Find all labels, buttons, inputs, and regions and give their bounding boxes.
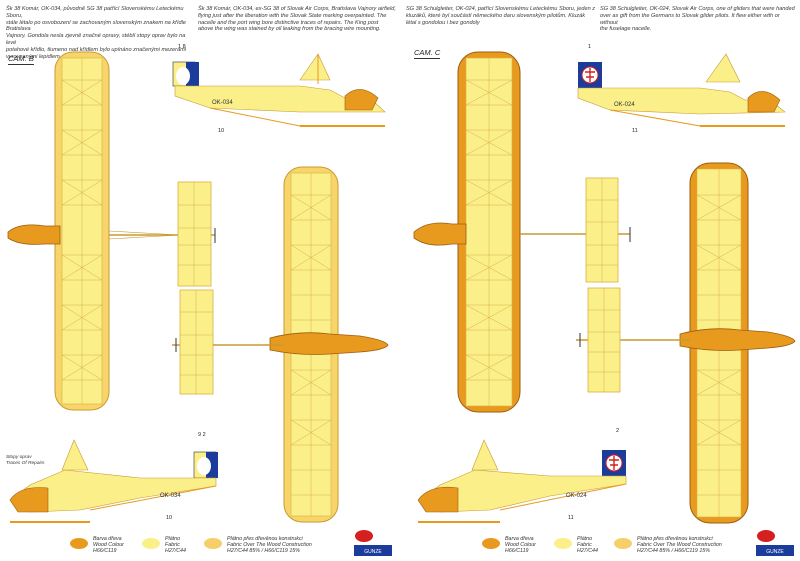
side-view-top-right: OK-024	[577, 53, 786, 127]
side-view-bottom-right: OK-024	[417, 439, 627, 523]
legend-fabric-wood-left: Plátno přes dřevěnou konstrukci Fabric O…	[204, 536, 312, 554]
description-cz-left: Šk 38 Komár, OK-034, původně SG 38 patří…	[6, 6, 187, 60]
legend-fabric-right: Plátno Fabric H27/C44	[554, 536, 598, 554]
legend-text: Barva dřeva Wood Colour H66/C119	[93, 536, 124, 555]
brand-logo-left: GUNZE	[354, 530, 392, 556]
swatch-fabric-icon	[142, 538, 160, 549]
cam-label-b: CAM. B	[8, 54, 34, 65]
legend-text: Plátno Fabric H27/C44	[165, 536, 186, 555]
side-view-top-left: OK-034	[172, 53, 386, 127]
legend-wood-left: Barva dřeva Wood Colour H66/C119	[70, 536, 124, 554]
registration-top-left: OK-034	[212, 100, 233, 106]
legend-fabric-left: Plátno Fabric H27/C44	[142, 536, 186, 554]
callout-mid-right: 11	[632, 128, 638, 134]
callout-top-right: 1	[588, 44, 592, 50]
legend-text: Barva dřeva Wood Colour H66/C119	[505, 536, 536, 555]
description-cz-right: SG 38 Schulgleiter, OK-024, patřící Slov…	[406, 6, 596, 26]
swatch-fabric-wood-icon	[614, 538, 632, 549]
swatch-fabric-wood-icon	[204, 538, 222, 549]
registration-top-right: OK-024	[614, 102, 635, 108]
legend-text: Plátno přes dřevěnou konstrukci Fabric O…	[637, 536, 722, 555]
legend-text: Plátno přes dřevěnou konstrukci Fabric O…	[227, 536, 312, 555]
top-view-wing-left	[7, 51, 216, 411]
right-page: SG 38 Schulgleiter, OK-024, patřící Slov…	[400, 0, 800, 561]
swatch-wood-icon	[482, 538, 500, 549]
description-en-right: SG 38 Schulgleiter, OK-024, Slovak Air C…	[600, 6, 795, 33]
callout-bot-top-left: 9 2	[198, 432, 206, 438]
cam-label-c: CAM. C	[414, 48, 441, 59]
swatch-fabric-icon	[554, 538, 572, 549]
svg-text:GUNZE: GUNZE	[766, 549, 784, 555]
repair-note: Stopy oprav Traces Of Repairs	[6, 455, 45, 466]
legend-fabric-wood-right: Plátno přes dřevěnou konstrukci Fabric O…	[614, 536, 722, 554]
callout-mid-left: 10	[218, 128, 225, 134]
bottom-view-wing-right	[576, 162, 796, 524]
svg-text:GUNZE: GUNZE	[364, 549, 382, 555]
side-view-bottom-left: OK-034	[9, 439, 218, 523]
brand-logo-right: GUNZE	[756, 530, 794, 556]
description-en-left: Šk 38 Komár, OK-034, ex-SG 38 of Slovak …	[198, 6, 396, 33]
callout-bot-top-right: 2	[616, 428, 620, 434]
legend-text: Plátno Fabric H27/C44	[577, 536, 598, 555]
registration-bottom-left: OK-034	[160, 493, 181, 499]
registration-bottom-right: OK-024	[566, 493, 587, 499]
top-view-wing-right	[413, 51, 631, 413]
legend-wood-right: Barva dřeva Wood Colour H66/C119	[482, 536, 536, 554]
bottom-view-wing-left	[172, 166, 389, 523]
callout-bot-right: 11	[568, 515, 574, 521]
swatch-wood-icon	[70, 538, 88, 549]
callout-top-left: 1 8	[178, 44, 186, 50]
left-page: Šk 38 Komár, OK-034, původně SG 38 patří…	[6, 0, 401, 561]
callout-bot-left: 10	[166, 515, 173, 521]
